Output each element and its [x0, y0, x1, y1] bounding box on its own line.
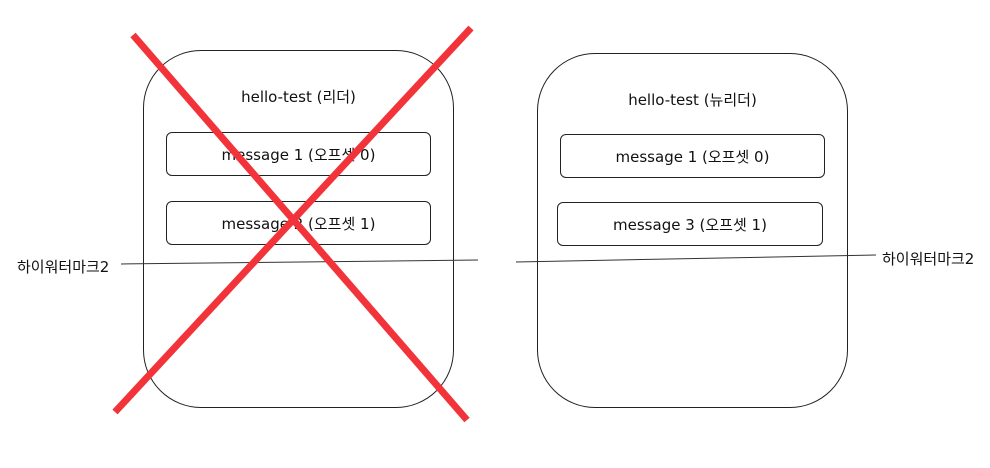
leader-partition-title: hello-test (리더) — [241, 88, 356, 106]
high-watermark-label-right: 하이워터마크2 — [882, 250, 975, 268]
new-leader-partition-title: hello-test (뉴리더) — [628, 91, 757, 109]
new-leader-partition: hello-test (뉴리더) message 1 (오프셋 0) messa… — [537, 53, 848, 408]
leader-record-2: message 2 (오프셋 1) — [166, 201, 431, 245]
high-watermark-label-left: 하이워터마크2 — [17, 258, 110, 276]
new-leader-record-2: message 3 (오프셋 1) — [557, 202, 823, 246]
new-leader-record-1: message 1 (오프셋 0) — [560, 134, 825, 178]
leader-partition: hello-test (리더) message 1 (오프셋 0) messag… — [143, 50, 454, 408]
leader-record-1: message 1 (오프셋 0) — [166, 132, 431, 176]
